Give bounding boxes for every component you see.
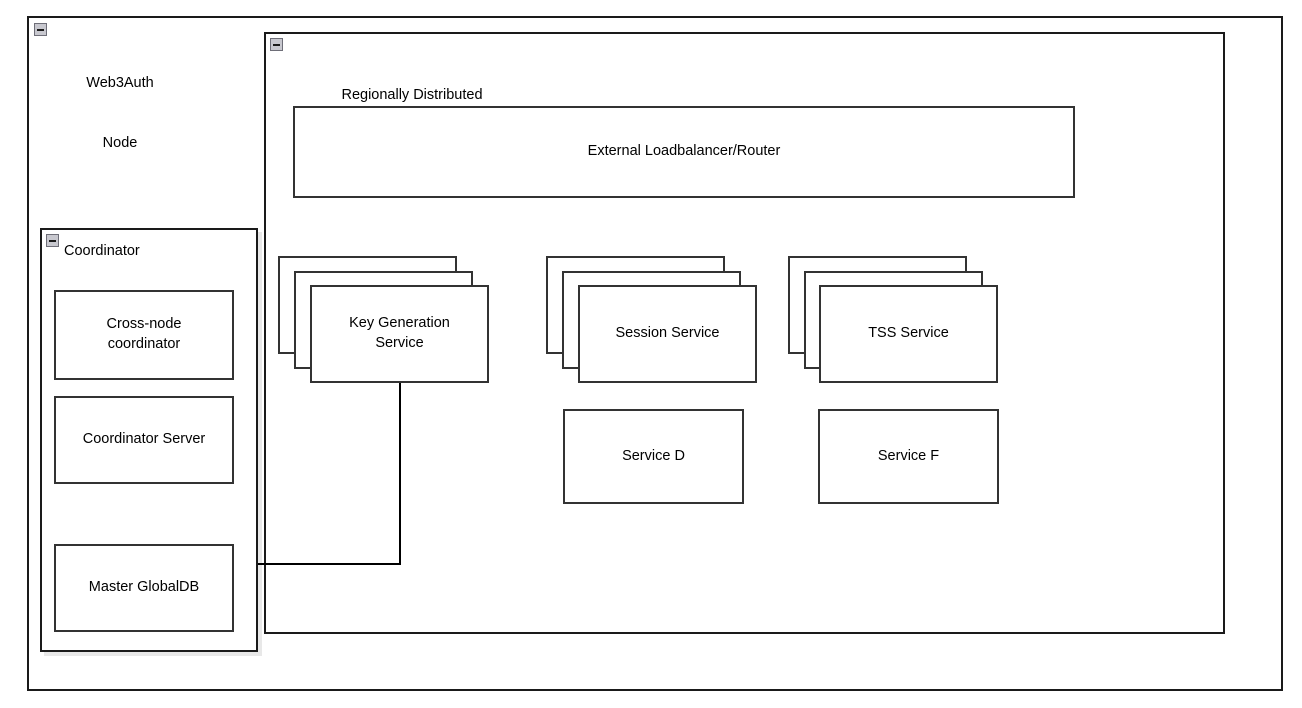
coordinator-server-box[interactable]: Coordinator Server bbox=[54, 396, 234, 484]
tss-service-box[interactable]: TSS Service bbox=[819, 285, 998, 383]
minus-icon-coordinator[interactable] bbox=[46, 234, 59, 247]
service-f-label: Service F bbox=[877, 447, 940, 464]
external-loadbalancer-box[interactable]: External Loadbalancer/Router bbox=[293, 106, 1075, 198]
cross-node-coordinator-box[interactable]: Cross-node coordinator bbox=[54, 290, 234, 380]
web3auth-node-title-line2: Node bbox=[102, 135, 138, 152]
service-f-box[interactable]: Service F bbox=[818, 409, 999, 504]
cross-node-line1: Cross-node bbox=[106, 316, 182, 333]
session-service-label: Session Service bbox=[615, 325, 720, 342]
master-globaldb-label: Master GlobalDB bbox=[88, 579, 200, 596]
key-generation-service-label: Key Generation Service bbox=[349, 314, 450, 353]
keygen-line2: Service bbox=[375, 335, 424, 351]
external-loadbalancer-label: External Loadbalancer/Router bbox=[587, 143, 781, 160]
cross-node-line2: coordinator bbox=[107, 336, 181, 352]
keygen-line1: Key Generation bbox=[349, 315, 450, 332]
regional-title-line1: Regionally Distributed bbox=[341, 86, 483, 103]
master-globaldb-box[interactable]: Master GlobalDB bbox=[54, 544, 234, 632]
web3auth-node-title-line1: Web3Auth bbox=[86, 74, 154, 91]
service-d-label: Service D bbox=[622, 447, 685, 464]
minus-icon-web3auth-node[interactable] bbox=[34, 23, 47, 36]
tss-service-label: TSS Service bbox=[868, 325, 949, 342]
coordinator-title: Coordinator bbox=[64, 243, 140, 259]
service-d-box[interactable]: Service D bbox=[563, 409, 744, 504]
web3auth-node-title: Web3Auth Node bbox=[40, 32, 200, 194]
cross-node-coordinator-label: Cross-node coordinator bbox=[107, 315, 182, 354]
key-generation-service-box[interactable]: Key Generation Service bbox=[310, 285, 489, 383]
minus-icon-regionally-distributed[interactable] bbox=[270, 38, 283, 51]
coordinator-server-label: Coordinator Server bbox=[82, 431, 206, 448]
session-service-box[interactable]: Session Service bbox=[578, 285, 757, 383]
